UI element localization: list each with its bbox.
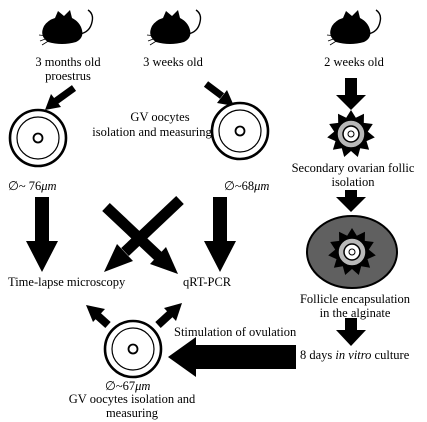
- qrtpcr-outcome-label: qRT-PCR: [183, 275, 232, 289]
- follicle-isolation-line1: Secondary ovarian follic: [292, 161, 415, 175]
- ovulation-stimulation-label: Stimulation of ovulation: [174, 325, 297, 339]
- arrow-adult-to-oocyte: [45, 85, 77, 110]
- encapsulation-line1: Follicle encapsulation: [300, 292, 411, 306]
- follicle-isolation-line2: isolation: [331, 175, 375, 189]
- arrow-juvenile-to-timelapse: [104, 196, 184, 272]
- arrow-adult-to-timelapse: [26, 197, 58, 272]
- arrow-adult-to-qrtpcr: [102, 202, 178, 274]
- secondary-follicle-icon: [327, 110, 375, 157]
- adult-stage-label: proestrus: [45, 69, 91, 83]
- oocyte-juvenile-icon: [210, 101, 270, 161]
- timelapse-outcome-label: Time-lapse microscopy: [8, 275, 126, 289]
- cultured-diameter-label: ∅~67μm: [105, 379, 150, 393]
- juvenile-age-label: 3 weeks old: [143, 55, 203, 69]
- arrow-follicle-to-encapsulation: [336, 190, 366, 212]
- in-vitro-culture-label: 8 days in vitro culture: [300, 348, 410, 362]
- arrow-prepubertal-to-follicle: [336, 78, 366, 110]
- arrow-cultured-to-qrtpcr: [155, 303, 182, 328]
- mouse-icon-adult: [38, 9, 94, 46]
- arrow-cultured-to-timelapse: [86, 305, 111, 328]
- oocyte-adult-icon: [8, 108, 68, 168]
- alginate-encapsulation-icon: [306, 215, 398, 289]
- gv-isolation-label-line2: isolation and measuring: [92, 125, 212, 139]
- gv-isolation2-line1: GV oocytes isolation and: [69, 392, 196, 406]
- encapsulation-line2: in the alginate: [320, 306, 391, 320]
- arrow-encapsulation-to-culture: [336, 318, 366, 346]
- prepubertal-age-label: 2 weeks old: [324, 55, 384, 69]
- arrow-culture-to-oocyte: [168, 337, 296, 377]
- mouse-icon-prepubertal: [326, 9, 382, 46]
- mouse-icon-juvenile: [146, 9, 202, 46]
- adult-age-label: 3 months old: [35, 55, 101, 69]
- juvenile-diameter-label: ∅~68μm: [224, 179, 269, 193]
- arrow-juvenile-to-qrtpcr: [204, 197, 236, 272]
- gv-isolation-label-line1: GV oocytes: [130, 110, 189, 124]
- oocyte-cultured-icon: [103, 319, 163, 379]
- gv-isolation2-line2: measuring: [106, 406, 159, 420]
- arrow-juvenile-to-oocyte: [203, 81, 234, 106]
- adult-diameter-label: ∅~ 76μm: [8, 179, 57, 193]
